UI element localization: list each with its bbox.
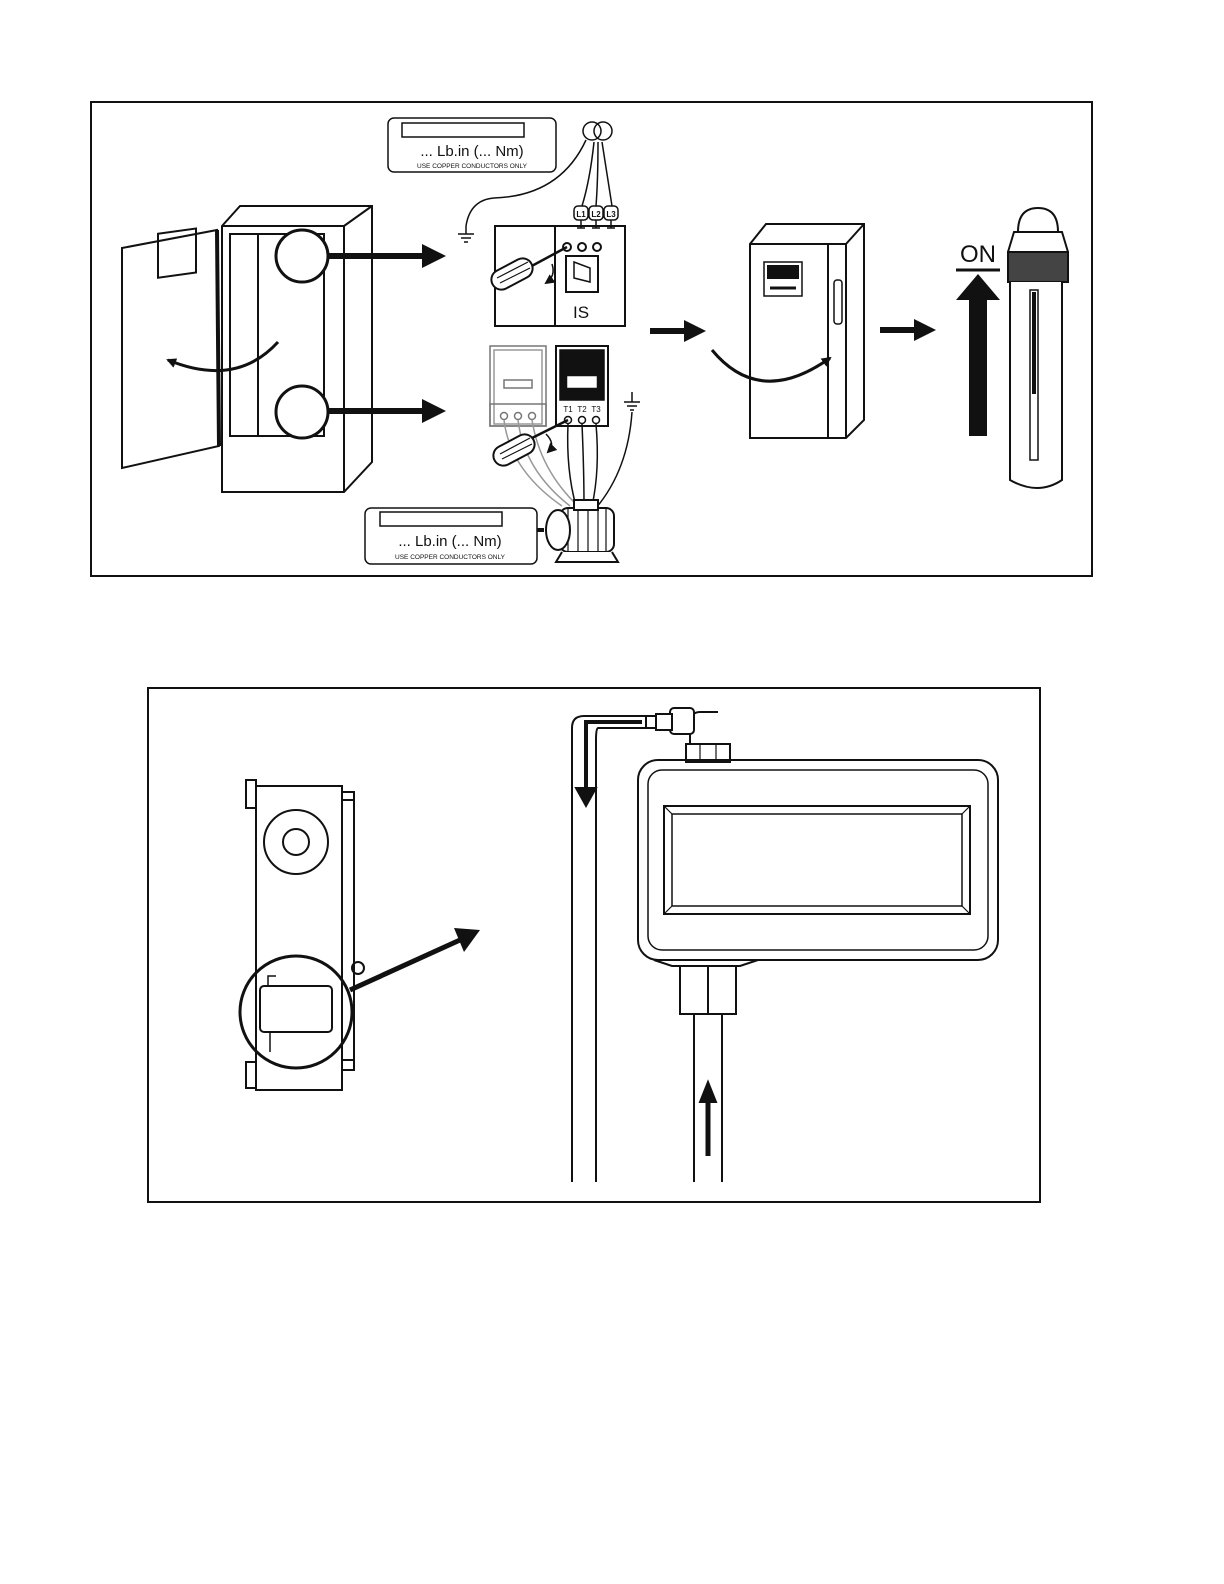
cabinet-door [122, 230, 219, 468]
torque-label-bottom: ... Lb.in (... Nm) USE COPPER CONDUCTORS… [365, 508, 537, 564]
terminal-l2: L2 [591, 210, 601, 219]
screwdriver-bottom [490, 420, 568, 469]
switch-label: IS [573, 303, 589, 322]
step-arrow-2 [880, 319, 936, 341]
torque-value-top: ... Lb.in (... Nm) [420, 143, 523, 160]
torque-label-top: ... Lb.in (... Nm) USE COPPER CONDUCTORS… [388, 118, 556, 172]
terminal-l3: L3 [606, 210, 616, 219]
ground-symbol-top [458, 226, 474, 242]
side-port-circle [264, 810, 328, 874]
switch-handle [566, 256, 598, 292]
pressure-sensor-housing [638, 744, 998, 1014]
outlet-pipe [572, 716, 646, 1182]
transformer-symbol [583, 122, 601, 140]
ground-symbol-bottom [624, 392, 640, 410]
zoom-circle-bottom [276, 386, 328, 438]
unit-side-view [240, 780, 364, 1090]
inlet-pipe [694, 1014, 722, 1182]
sensor-window [664, 806, 970, 914]
step-arrow-1 [650, 320, 706, 342]
closed-cabinet [712, 224, 864, 438]
copper-note-bottom: USE COPPER CONDUCTORS ONLY [395, 554, 506, 561]
copper-note-top: USE COPPER CONDUCTORS ONLY [417, 163, 528, 170]
terminal-l1: L1 [576, 210, 586, 219]
terminal-t3: T3 [591, 405, 601, 414]
side-sensor-box [260, 986, 332, 1032]
on-indicator: ON [956, 241, 1000, 436]
bottom-figure [148, 688, 1040, 1202]
pilot-light-dome [1018, 208, 1058, 232]
zoom-circle-top [276, 230, 328, 282]
open-cabinet [122, 206, 372, 492]
contactor-unit: T1 T2 T3 [490, 346, 608, 426]
door-close-arrow [712, 350, 830, 381]
terminal-t2: T2 [577, 405, 587, 414]
on-label: ON [960, 241, 996, 268]
outlet-fitting [646, 708, 718, 744]
zoom-arrows [328, 244, 446, 423]
terminal-t1: T1 [563, 405, 573, 414]
motor-icon [534, 500, 618, 562]
line-terminal-tags: L1 L2 L3 [574, 206, 618, 228]
top-figure: ... Lb.in (... Nm) USE COPPER CONDUCTORS… [91, 102, 1092, 576]
torque-value-bottom: ... Lb.in (... Nm) [398, 533, 501, 550]
door-handle [834, 280, 842, 324]
pilot-light [1008, 208, 1068, 488]
bottom-figure-frame [148, 688, 1040, 1202]
zoom-pointer-arrow [350, 928, 480, 990]
